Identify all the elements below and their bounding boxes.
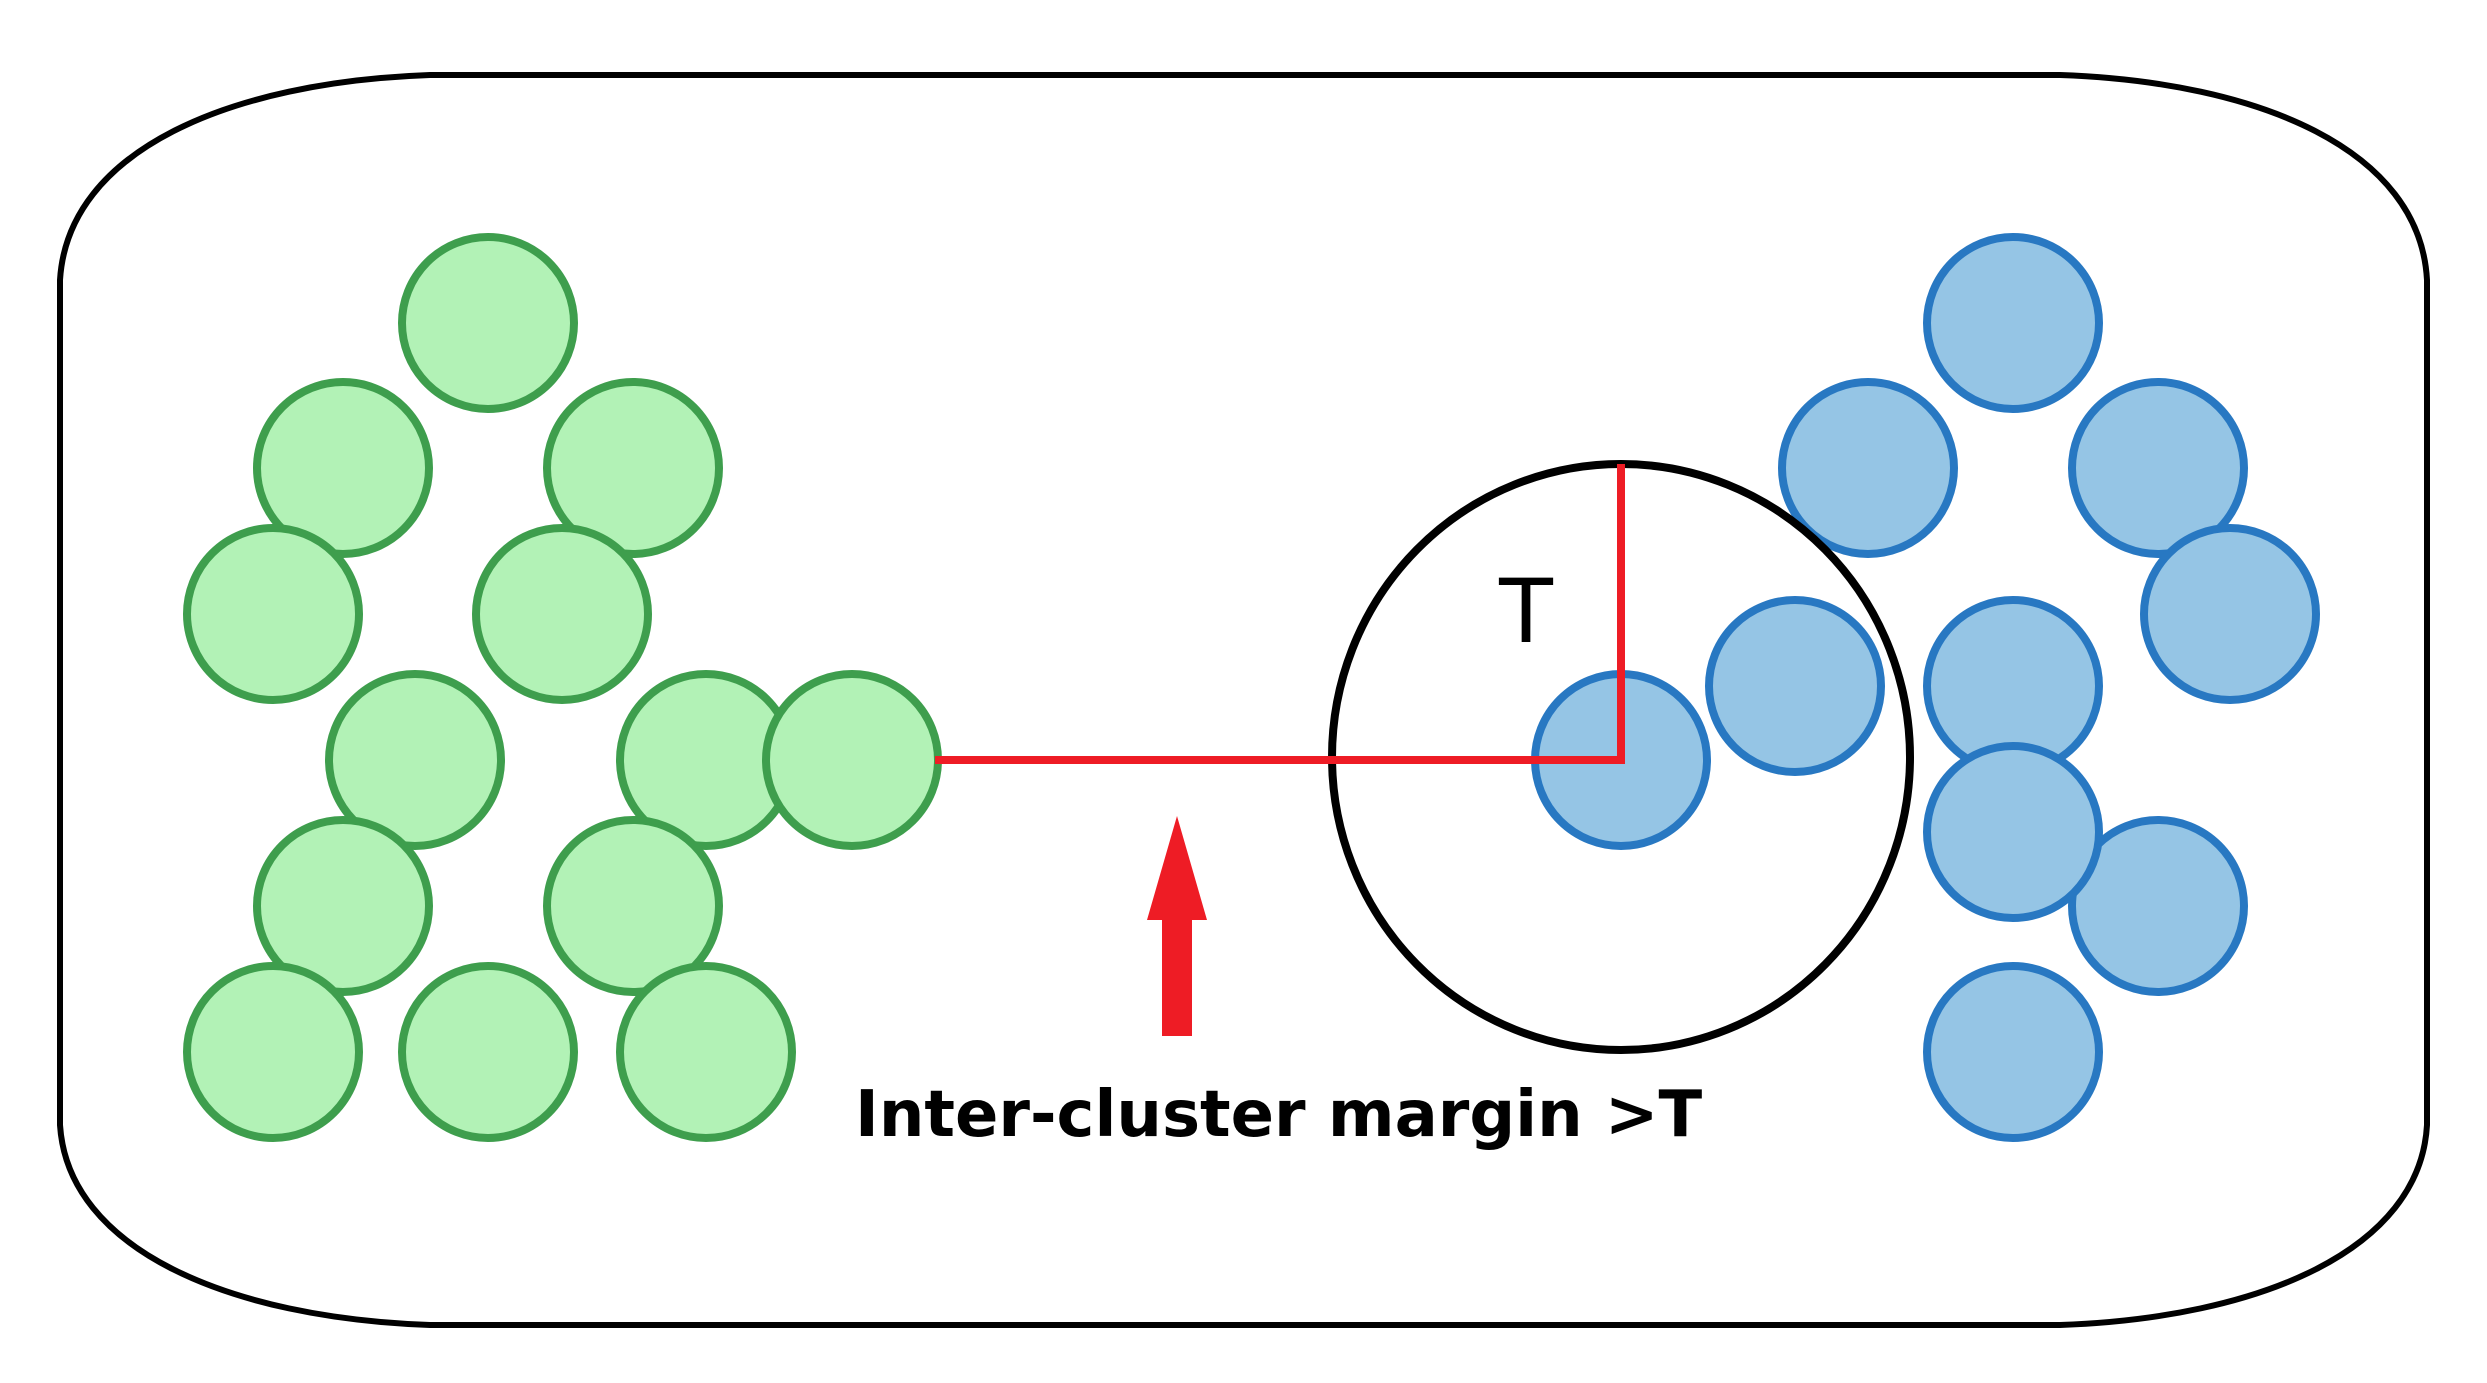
green-point-4	[183, 524, 363, 704]
green-point-12	[398, 962, 578, 1142]
green-point-2	[253, 378, 433, 558]
blue-point-8	[1923, 742, 2103, 922]
blue-point-3	[2068, 378, 2248, 558]
blue-cluster	[1531, 233, 2320, 1142]
blue-point-2	[1778, 378, 1958, 558]
threshold-label: T	[1498, 560, 1554, 663]
blue-point-7	[2068, 816, 2248, 996]
green-point-6	[325, 670, 505, 850]
blue-point-4	[2140, 524, 2320, 704]
green-point-10	[543, 816, 723, 996]
green-point-9	[253, 816, 433, 996]
blue-point-1	[1923, 233, 2103, 413]
green-cluster	[183, 233, 942, 1142]
blue-point-6	[1705, 596, 1885, 776]
container-outline	[57, 72, 2430, 1328]
green-point-1	[398, 233, 578, 413]
green-point-11	[183, 962, 363, 1142]
blue-point-9	[1923, 962, 2103, 1142]
margin-label: Inter-cluster margin >T	[855, 1078, 1703, 1152]
green-point-3	[543, 378, 723, 558]
green-point-5	[472, 524, 652, 704]
green-point-13	[616, 962, 796, 1142]
margin-line	[935, 464, 1625, 764]
red-arrow-icon	[1147, 816, 1207, 1036]
green-point-8	[762, 670, 942, 850]
